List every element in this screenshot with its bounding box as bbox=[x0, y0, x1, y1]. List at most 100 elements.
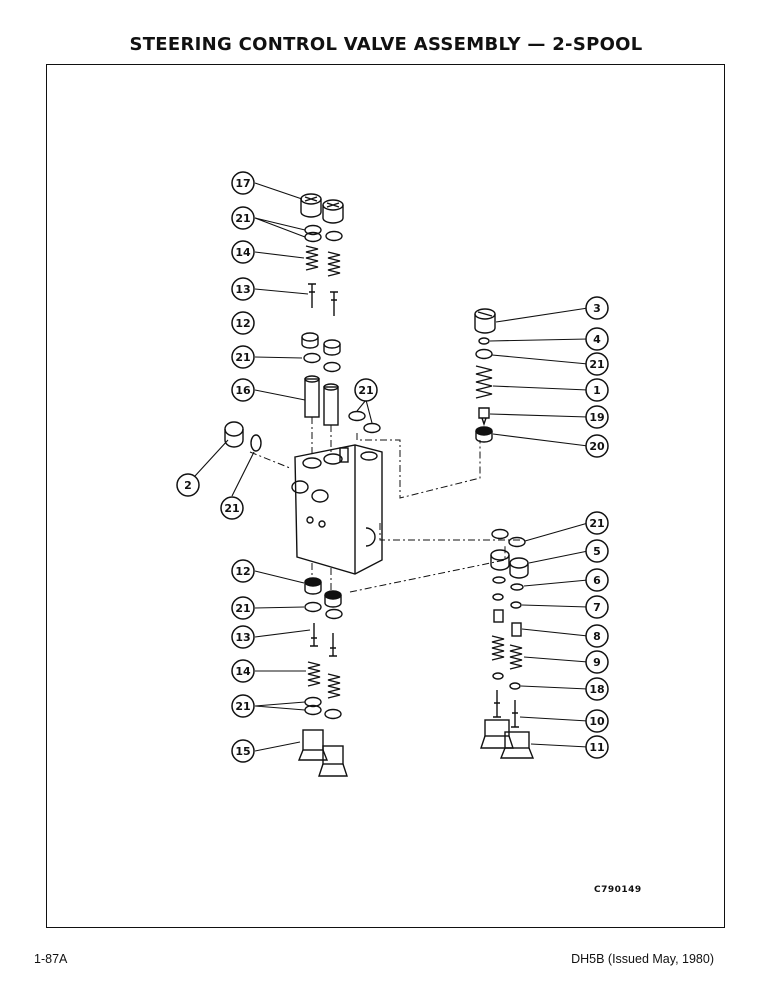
callout-14: 14 bbox=[231, 659, 255, 683]
valve-body bbox=[291, 444, 383, 575]
plug-bottom bbox=[297, 729, 348, 777]
callout-21: 21 bbox=[585, 352, 609, 376]
svg-text:21: 21 bbox=[235, 700, 250, 713]
svg-text:1: 1 bbox=[593, 384, 601, 397]
svg-text:21: 21 bbox=[235, 602, 250, 615]
svg-text:17: 17 bbox=[235, 177, 250, 190]
callout-21: 21 bbox=[231, 206, 255, 230]
svg-text:19: 19 bbox=[589, 411, 604, 424]
relief-seat bbox=[475, 426, 493, 443]
callout-21: 21 bbox=[231, 596, 255, 620]
spring bbox=[509, 644, 523, 670]
svg-text:13: 13 bbox=[235, 283, 250, 296]
o-ring bbox=[325, 608, 343, 620]
seat bbox=[301, 332, 341, 356]
drawing-code: C790149 bbox=[594, 885, 642, 895]
spring bbox=[307, 661, 321, 687]
callout-21: 21 bbox=[231, 345, 255, 369]
svg-text:3: 3 bbox=[593, 302, 601, 315]
callout-18: 18 bbox=[585, 677, 609, 701]
callout-5: 5 bbox=[585, 539, 609, 563]
svg-text:4: 4 bbox=[593, 333, 601, 346]
callout-6: 6 bbox=[585, 568, 609, 592]
washer bbox=[510, 601, 522, 609]
callout-14: 14 bbox=[231, 240, 255, 264]
callout-15: 15 bbox=[231, 739, 255, 763]
o-ring bbox=[348, 410, 366, 422]
svg-text:21: 21 bbox=[358, 384, 373, 397]
sleeve bbox=[304, 375, 339, 426]
callout-21: 21 bbox=[354, 378, 378, 402]
svg-text:10: 10 bbox=[589, 715, 605, 728]
seat-right bbox=[490, 549, 529, 579]
spring bbox=[491, 635, 505, 661]
callout-2: 2 bbox=[176, 473, 200, 497]
callout-20: 20 bbox=[585, 434, 609, 458]
washer bbox=[492, 576, 506, 584]
svg-text:21: 21 bbox=[235, 351, 250, 364]
svg-text:13: 13 bbox=[235, 631, 250, 644]
plug-top-right bbox=[322, 199, 344, 224]
svg-text:15: 15 bbox=[235, 745, 250, 758]
callout-21: 21 bbox=[231, 694, 255, 718]
o-ring bbox=[325, 230, 343, 242]
svg-text:21: 21 bbox=[224, 502, 239, 515]
relief-poppet bbox=[478, 407, 490, 427]
callout-13: 13 bbox=[231, 625, 255, 649]
diagram-frame bbox=[46, 64, 725, 928]
svg-text:21: 21 bbox=[589, 517, 604, 530]
svg-text:12: 12 bbox=[235, 565, 250, 578]
callout-13: 13 bbox=[231, 277, 255, 301]
o-ring bbox=[304, 601, 322, 613]
page-title: STEERING CONTROL VALVE ASSEMBLY — 2-SPOO… bbox=[129, 34, 643, 55]
svg-text:9: 9 bbox=[593, 656, 601, 669]
callout-12: 12 bbox=[231, 311, 255, 335]
plug-right-bottom bbox=[480, 719, 535, 759]
svg-text:6: 6 bbox=[593, 574, 601, 587]
page-number: 1-87A bbox=[34, 952, 68, 966]
stem bbox=[493, 690, 519, 728]
washer bbox=[492, 593, 504, 601]
document-reference: DH5B (Issued May, 1980) bbox=[571, 952, 714, 966]
plug-relief bbox=[474, 308, 496, 334]
o-ring bbox=[250, 434, 262, 452]
callout-19: 19 bbox=[585, 405, 609, 429]
svg-text:16: 16 bbox=[235, 384, 251, 397]
o-ring bbox=[324, 708, 342, 720]
svg-text:18: 18 bbox=[589, 683, 604, 696]
callout-1: 1 bbox=[585, 378, 609, 402]
svg-text:8: 8 bbox=[593, 630, 601, 643]
seat-bottom bbox=[304, 577, 342, 608]
o-ring bbox=[491, 528, 509, 540]
callout-8: 8 bbox=[585, 624, 609, 648]
svg-text:21: 21 bbox=[235, 212, 250, 225]
assembly-guide-lines bbox=[249, 417, 520, 593]
callout-10: 10 bbox=[585, 709, 609, 733]
o-ring bbox=[323, 361, 341, 373]
washer bbox=[492, 672, 504, 680]
poppet-bottom bbox=[310, 623, 337, 657]
callout-12: 12 bbox=[231, 559, 255, 583]
o-ring bbox=[508, 536, 526, 548]
spring bbox=[305, 245, 319, 271]
callout-4: 4 bbox=[585, 327, 609, 351]
svg-text:11: 11 bbox=[589, 741, 604, 754]
callout-17: 17 bbox=[231, 171, 255, 195]
svg-text:2: 2 bbox=[184, 479, 192, 492]
svg-text:14: 14 bbox=[235, 246, 251, 259]
callout-21: 21 bbox=[220, 496, 244, 520]
callout-3: 3 bbox=[585, 296, 609, 320]
poppet bbox=[308, 283, 338, 316]
svg-text:5: 5 bbox=[593, 545, 601, 558]
washer bbox=[510, 583, 524, 591]
piston bbox=[493, 609, 522, 637]
relief-spring bbox=[475, 365, 493, 399]
washer bbox=[509, 682, 521, 690]
svg-text:14: 14 bbox=[235, 665, 251, 678]
spring bbox=[327, 673, 341, 699]
plug-side bbox=[224, 421, 244, 448]
o-ring bbox=[475, 348, 493, 360]
o-ring bbox=[363, 422, 381, 434]
callout-7: 7 bbox=[585, 595, 609, 619]
